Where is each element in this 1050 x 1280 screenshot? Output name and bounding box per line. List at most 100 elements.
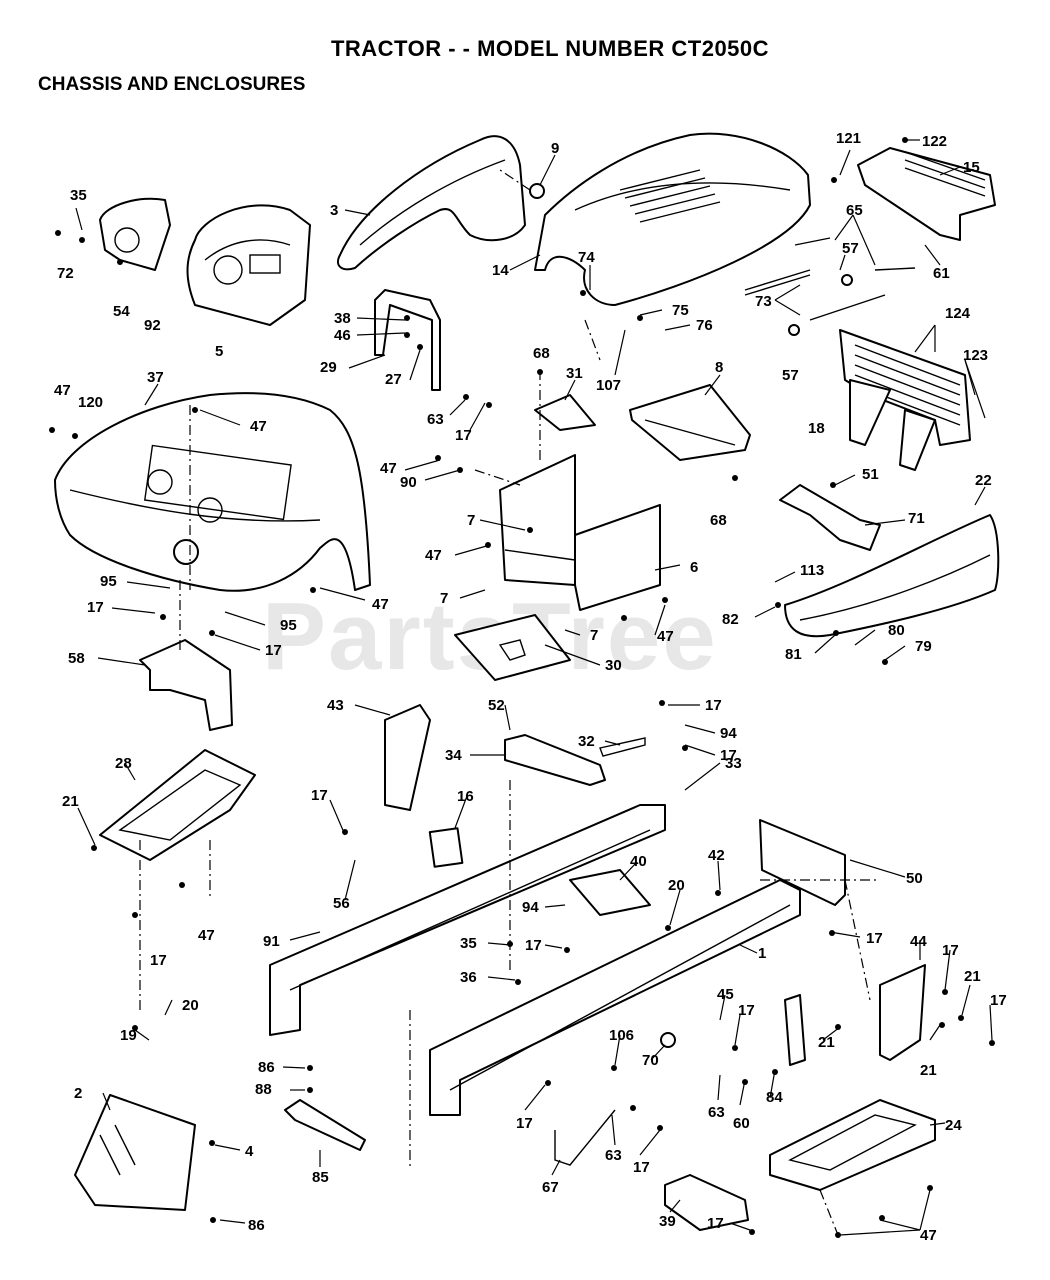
- callout-34: 34: [445, 747, 462, 764]
- callout-47: 47: [920, 1227, 937, 1244]
- callout-3: 3: [330, 202, 338, 219]
- part-floor-mat-30: [454, 614, 571, 681]
- callout-21: 21: [920, 1062, 937, 1079]
- callout-47: 47: [372, 596, 389, 613]
- callout-17: 17: [150, 952, 167, 969]
- callout-18: 18: [808, 420, 825, 437]
- callout-90: 90: [400, 474, 417, 491]
- callout-17: 17: [866, 930, 883, 947]
- callout-95: 95: [100, 573, 117, 590]
- callout-38: 38: [334, 310, 351, 327]
- callout-47: 47: [425, 547, 442, 564]
- callout-17: 17: [942, 942, 959, 959]
- part-front-bumper: [784, 514, 1000, 638]
- callout-50: 50: [906, 870, 923, 887]
- callout-79: 79: [915, 638, 932, 655]
- assembly-guides: [139, 169, 880, 1241]
- callout-42: 42: [708, 847, 725, 864]
- callout-24: 24: [945, 1117, 962, 1134]
- callout-124: 124: [945, 305, 971, 322]
- callout-9: 9: [551, 140, 559, 157]
- callout-91: 91: [263, 933, 280, 950]
- callout-88: 88: [255, 1081, 272, 1098]
- callout-67: 67: [542, 1179, 559, 1196]
- callout-43: 43: [327, 697, 344, 714]
- callout-54: 54: [113, 303, 130, 320]
- diagram-subtitle: CHASSIS AND ENCLOSURES: [38, 74, 306, 95]
- callout-75: 75: [672, 302, 689, 319]
- callout-17: 17: [516, 1115, 533, 1132]
- part-hood: [534, 132, 811, 306]
- part-shield: [99, 197, 171, 271]
- callout-6: 6: [690, 559, 698, 576]
- callout-63: 63: [708, 1104, 725, 1121]
- callout-21: 21: [964, 968, 981, 985]
- callout-22: 22: [975, 472, 992, 489]
- callout-19: 19: [120, 1027, 137, 1044]
- hood-grille-vents: [619, 169, 721, 223]
- part-fender-support: [139, 639, 233, 731]
- callout-58: 58: [68, 650, 85, 667]
- parts-artwork: [54, 132, 1000, 1241]
- callout-44: 44: [910, 933, 927, 950]
- callout-73: 73: [755, 293, 772, 310]
- callout-20: 20: [668, 877, 685, 894]
- callout-46: 46: [334, 327, 351, 344]
- callout-81: 81: [785, 646, 802, 663]
- part-knob: [529, 183, 545, 199]
- callout-45: 45: [717, 986, 734, 1003]
- callout-17: 17: [455, 427, 472, 444]
- callout-labels: 122 121 15 9 35 3 65 72 57 14 74 61 73 5…: [54, 130, 1007, 1244]
- callout-8: 8: [715, 359, 723, 376]
- callout-57: 57: [842, 240, 859, 257]
- callout-27: 27: [385, 371, 402, 388]
- callout-21: 21: [62, 793, 79, 810]
- callout-33: 33: [725, 755, 742, 772]
- callout-60: 60: [733, 1115, 750, 1132]
- callout-17: 17: [707, 1215, 724, 1232]
- callout-4: 4: [245, 1143, 254, 1160]
- callout-17: 17: [265, 642, 282, 659]
- part-left-footrest: [99, 749, 256, 861]
- part-right-footrest: [769, 1099, 936, 1191]
- callout-52: 52: [488, 697, 505, 714]
- callout-31: 31: [566, 365, 583, 382]
- callout-17: 17: [990, 992, 1007, 1009]
- callout-35: 35: [70, 187, 87, 204]
- callout-29: 29: [320, 359, 337, 376]
- callout-17: 17: [738, 1002, 755, 1019]
- callout-63: 63: [605, 1147, 622, 1164]
- callout-16: 16: [457, 788, 474, 805]
- callout-70: 70: [642, 1052, 659, 1069]
- callout-107: 107: [596, 377, 621, 394]
- callout-30: 30: [605, 657, 622, 674]
- callout-56: 56: [333, 895, 350, 912]
- callout-122: 122: [922, 133, 947, 150]
- callout-65: 65: [846, 202, 863, 219]
- callout-47: 47: [250, 418, 267, 435]
- callout-28: 28: [115, 755, 132, 772]
- callout-2: 2: [74, 1085, 82, 1102]
- callout-68: 68: [533, 345, 550, 362]
- callout-47: 47: [380, 460, 397, 477]
- callout-123: 123: [963, 347, 988, 364]
- callout-40: 40: [630, 853, 647, 870]
- callout-85: 85: [312, 1169, 329, 1186]
- callout-21: 21: [818, 1034, 835, 1051]
- callout-1: 1: [758, 945, 766, 962]
- callout-35: 35: [460, 935, 477, 952]
- callout-17: 17: [633, 1159, 650, 1176]
- diagram-title: TRACTOR - - MODEL NUMBER CT2050C: [330, 36, 770, 61]
- callout-106: 106: [609, 1027, 634, 1044]
- callout-86: 86: [248, 1217, 265, 1234]
- callout-17: 17: [720, 747, 737, 764]
- callout-74: 74: [578, 249, 595, 266]
- part-plate-8: [629, 384, 751, 461]
- callout-36: 36: [460, 969, 477, 986]
- callout-72: 72: [57, 265, 74, 282]
- callout-17: 17: [311, 787, 328, 804]
- callout-14: 14: [492, 262, 509, 279]
- callout-20: 20: [182, 997, 199, 1014]
- callout-39: 39: [659, 1213, 676, 1230]
- callout-15: 15: [963, 159, 980, 176]
